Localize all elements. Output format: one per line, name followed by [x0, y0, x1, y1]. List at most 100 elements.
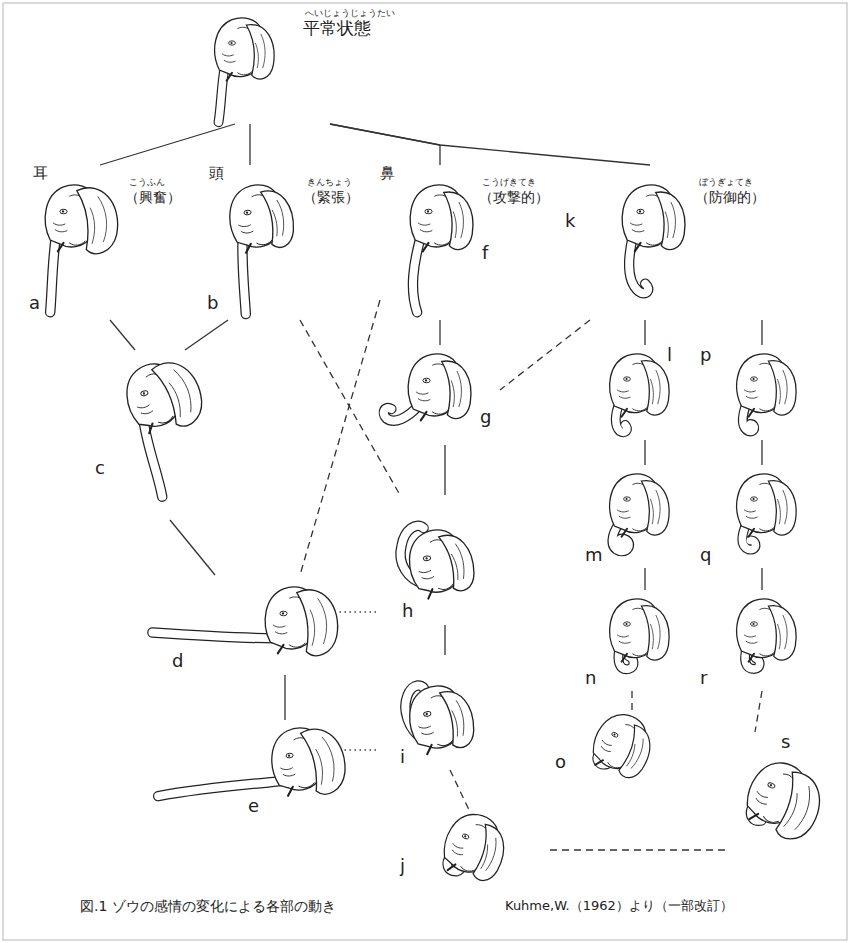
elephant-figure: ぼうぎょてき （防御的） k	[565, 165, 790, 320]
elephant-figure: o	[555, 712, 670, 784]
figure-letter: l	[667, 345, 672, 366]
elephant-head	[227, 181, 303, 314]
transition-line	[340, 611, 380, 612]
elephant-head	[120, 354, 224, 499]
transition-line	[761, 440, 762, 465]
figure-frame	[3, 3, 847, 940]
transition-line	[330, 124, 440, 165]
transition-line	[761, 568, 762, 590]
elephant-figure: へいじょうじょうたい平常状態	[195, 8, 405, 124]
transition-line	[644, 568, 645, 590]
elephant-head	[396, 517, 478, 602]
figure-letter: f	[482, 243, 488, 264]
elephant-head	[215, 18, 274, 122]
elephant-head	[402, 679, 476, 757]
figure-letter: h	[402, 601, 413, 622]
source-credit: Kuhme,W.（1962）より（一部改訂）	[505, 899, 733, 914]
transition-line	[644, 320, 645, 345]
elephant-figure: 鼻こうげきてき （攻撃的） f	[380, 165, 555, 320]
elephant-head	[737, 354, 796, 432]
figure-letter: k	[565, 211, 575, 232]
elephant-head	[737, 754, 832, 847]
elephant-figure: l	[585, 345, 680, 440]
elephant-figure: i	[380, 655, 490, 770]
ruby-reading: きんちょう	[307, 177, 352, 187]
elephant-figure: m	[585, 465, 680, 568]
transition-line	[110, 320, 135, 350]
figure-letter: q	[700, 545, 711, 566]
transition-line	[550, 849, 725, 850]
ruby-reading: へいじょうじょうたい	[305, 8, 395, 18]
elephant-head	[610, 354, 669, 433]
elephant-figure: s	[725, 732, 825, 862]
figure-letter: o	[555, 752, 566, 773]
transition-line	[439, 320, 440, 345]
ruby-reading: こうふん	[129, 177, 165, 187]
figure-letter: p	[700, 345, 711, 366]
transition-line	[644, 440, 645, 465]
transition-line	[100, 124, 235, 165]
category-label: 耳	[33, 165, 48, 182]
transition-line	[631, 691, 632, 712]
elephant-head	[622, 185, 685, 293]
figure-letter: c	[95, 458, 105, 479]
elephant-head	[45, 185, 117, 312]
elephant-head	[410, 185, 473, 312]
transition-line	[444, 625, 445, 655]
transition-line	[249, 124, 250, 165]
elephant-head	[610, 474, 669, 552]
transition-line	[330, 124, 650, 165]
state-label: （緊張）	[303, 189, 359, 205]
elephant-figure: r	[700, 590, 800, 691]
figure-letter: r	[700, 668, 707, 689]
state-label: （攻撃的）	[479, 189, 549, 205]
transition-line	[185, 320, 228, 350]
elephant-figure: 頭きんちょう （緊張） b	[205, 165, 370, 320]
transition-line	[444, 445, 445, 495]
category-label: 鼻	[380, 165, 395, 182]
elephant-head	[152, 587, 337, 656]
state-label: （興奮）	[125, 189, 181, 205]
transition-line	[284, 675, 285, 720]
state-label: （防御的）	[695, 189, 765, 205]
transition-line	[170, 520, 215, 575]
figure-letter: d	[172, 651, 183, 672]
elephant-figure: c	[95, 350, 205, 520]
transition-line	[755, 691, 762, 732]
figure-letter: i	[400, 747, 405, 768]
elephant-head	[610, 599, 669, 669]
figure-letter: g	[480, 407, 491, 428]
elephant-figure: e	[140, 720, 345, 820]
figure-letter: b	[207, 293, 218, 314]
figure-letter: s	[781, 732, 790, 753]
ruby-reading: こうげきてき	[482, 177, 536, 187]
elephant-head	[737, 599, 796, 669]
ruby-reading: ぼうぎょてき	[699, 177, 753, 187]
figure-caption: 図.1 ゾウの感情の変化による各部の動き	[80, 898, 336, 914]
figure-letter: n	[585, 668, 596, 689]
figure-letter: j	[400, 856, 405, 877]
elephant-figure: q	[700, 465, 800, 568]
transition-line	[761, 320, 762, 345]
category-label: 頭	[209, 165, 224, 182]
elephant-head	[384, 354, 471, 421]
transition-line	[345, 749, 380, 750]
elephant-figure: 耳こうふん （興奮） a	[25, 165, 190, 320]
elephant-figure: n	[585, 590, 680, 691]
figure-letter: a	[29, 293, 40, 314]
transition-line	[300, 320, 400, 495]
elephant-head	[585, 706, 661, 784]
elephant-figure: j	[400, 812, 550, 884]
figure-letter: m	[585, 545, 603, 566]
figure-letter: e	[248, 796, 259, 817]
elephant-figure: h	[380, 495, 500, 625]
transition-line	[450, 770, 470, 812]
elephant-figure: g	[380, 345, 500, 445]
transition-line	[500, 320, 590, 390]
elephant-figure: p	[700, 345, 800, 440]
elephant-head	[737, 474, 796, 550]
